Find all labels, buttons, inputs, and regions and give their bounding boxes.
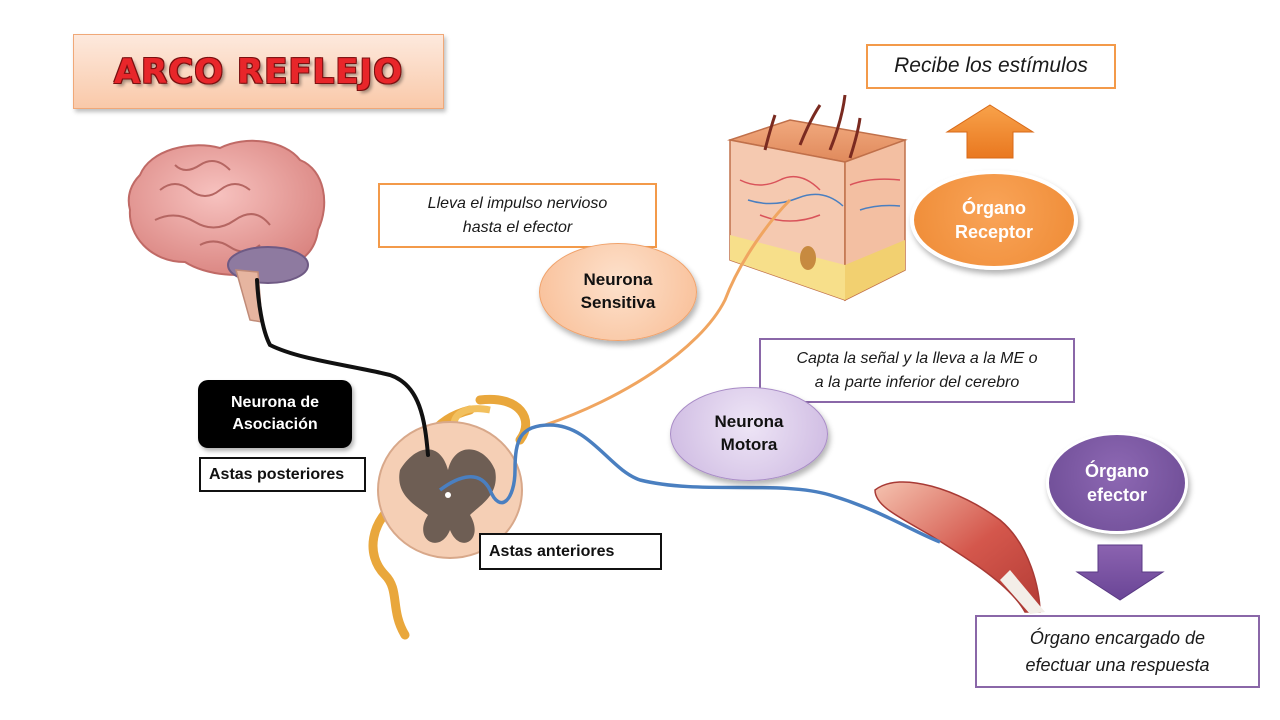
motor-neuron-bubble: Neurona Motora: [670, 387, 828, 481]
sensory-description-line2: hasta el efector: [462, 218, 573, 236]
effector-description-line1: Órgano encargado de: [1029, 628, 1206, 649]
effector-organ-line2: efector: [1086, 485, 1148, 505]
posterior-horns-label: Astas posteriores: [199, 457, 366, 492]
motor-neuron-line2: Motora: [720, 435, 778, 454]
brain-illustration: [127, 139, 326, 323]
motor-description-line1: Capta la señal y la lleva a la ME o: [796, 350, 1038, 368]
sensory-description-line1: Lleva el impulso nervioso: [427, 195, 608, 213]
motor-description-line2: a la parte inferior del cerebro: [814, 373, 1020, 391]
motor-neuron-line1: Neurona: [714, 412, 784, 432]
effector-description-line2: efectuar una respuesta: [1025, 654, 1210, 675]
receptor-description-box: Recibe los estímulos: [866, 44, 1116, 89]
receptor-description-text: Recibe los estímulos: [894, 54, 1088, 78]
effector-organ-bubble: Órgano efector: [1046, 432, 1188, 534]
title-banner: ARCO REFLEJO: [73, 34, 444, 109]
association-neuron-line1: Neurona de: [230, 393, 319, 411]
association-neuron-line2: Asociación: [232, 416, 318, 433]
up-arrow-icon: [945, 104, 1035, 159]
sensory-description-box: Lleva el impulso nervioso hasta el efect…: [378, 183, 657, 248]
receptor-organ-bubble: Órgano Receptor: [910, 170, 1078, 270]
sensory-neuron-line2: Sensitiva: [580, 293, 656, 312]
spinal-cord-illustration: [368, 394, 531, 640]
muscle-illustration: [874, 481, 1045, 614]
effector-organ-line1: Órgano: [1084, 460, 1149, 481]
sensory-neuron-bubble: Neurona Sensitiva: [539, 243, 697, 341]
sensory-pathway-line: [544, 198, 792, 427]
effector-description-box: Órgano encargado de efectuar una respues…: [975, 615, 1260, 688]
receptor-organ-line1: Órgano: [961, 197, 1026, 218]
posterior-horns-text: Astas posteriores: [209, 465, 345, 483]
receptor-organ-line2: Receptor: [954, 222, 1034, 242]
anterior-horns-label: Astas anteriores: [479, 533, 662, 570]
motor-pathway-line: [438, 423, 941, 544]
skin-illustration: [727, 94, 908, 302]
motor-description-box: Capta la señal y la lleva a la ME o a la…: [759, 338, 1075, 403]
sensory-neuron-line1: Neurona: [583, 270, 653, 290]
anterior-horns-text: Astas anteriores: [489, 542, 615, 560]
down-arrow-icon: [1075, 544, 1165, 601]
association-neuron-box: Neurona de Asociación: [198, 380, 352, 448]
page-title: ARCO REFLEJO: [113, 51, 404, 92]
association-pathway-line: [255, 278, 430, 457]
